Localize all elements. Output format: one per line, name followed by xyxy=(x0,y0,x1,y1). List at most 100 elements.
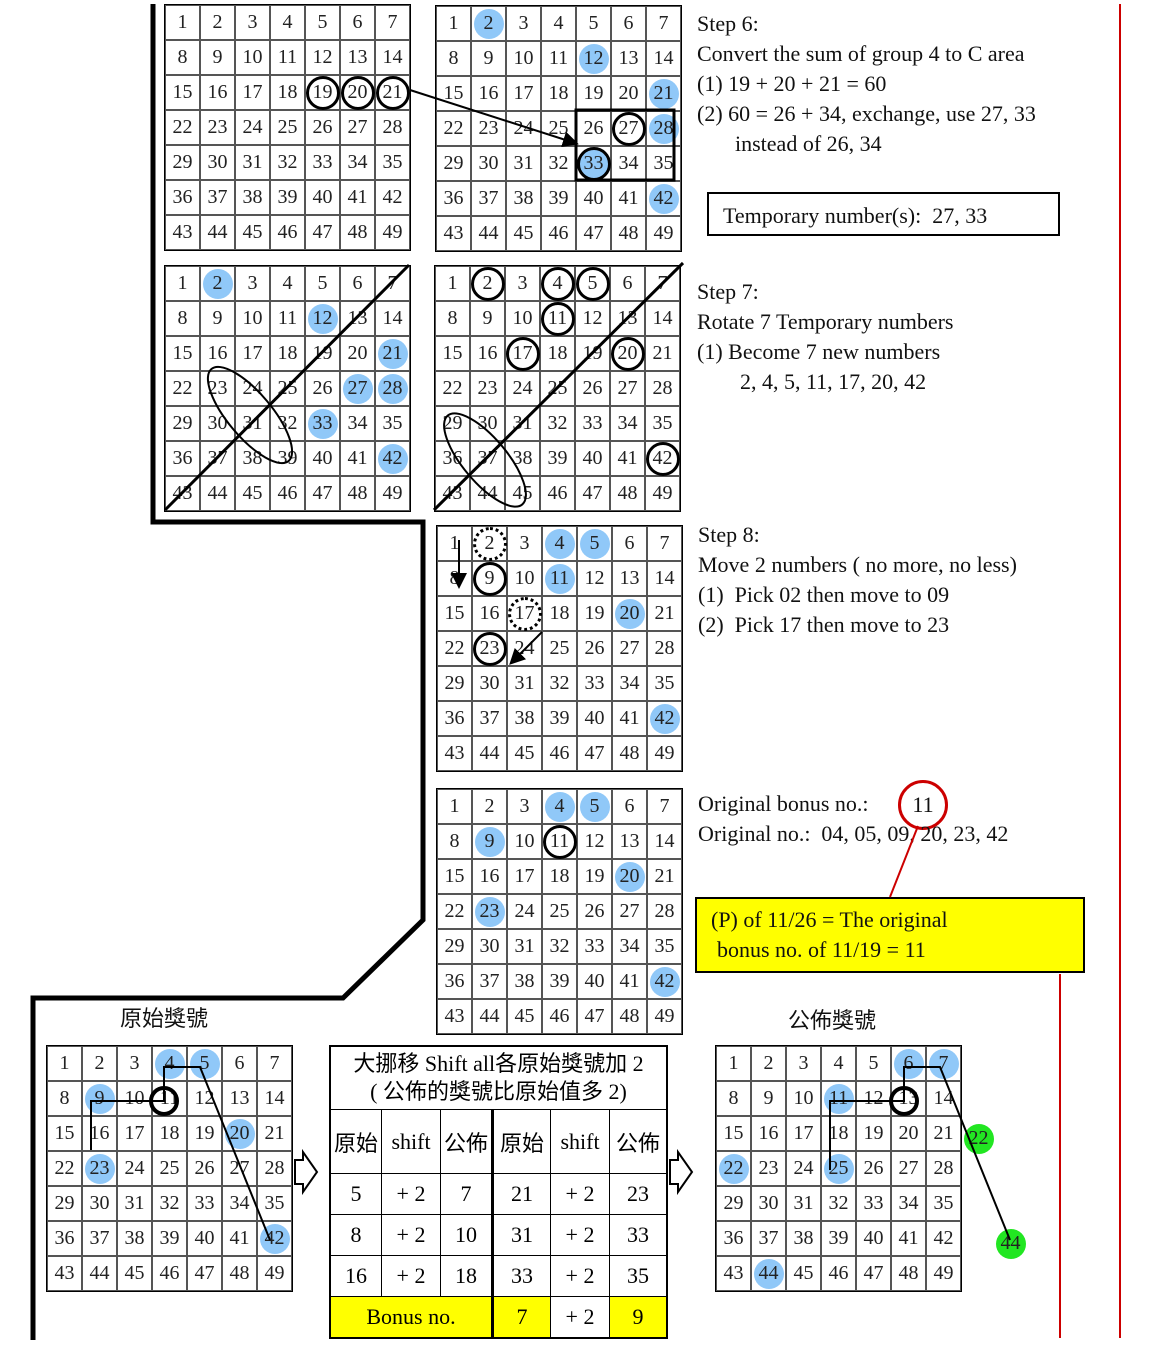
grid-cell: 46 xyxy=(152,1256,187,1291)
grid-cell: 41 xyxy=(340,441,375,476)
grid-cell: 1 xyxy=(437,789,472,824)
grid-cell: 11 xyxy=(542,824,577,859)
grid-cell: 41 xyxy=(222,1221,257,1256)
grid-cell: 42 xyxy=(926,1221,961,1256)
grid-cell: 37 xyxy=(751,1221,786,1256)
grid-cell: 4 xyxy=(540,266,575,301)
grid-cell: 36 xyxy=(437,964,472,999)
grid-cell: 9 xyxy=(200,301,235,336)
grid-cell: 21 xyxy=(647,859,682,894)
grid-cell: 24 xyxy=(507,631,542,666)
grid-cell: 48 xyxy=(340,476,375,511)
grid-cell: 31 xyxy=(506,146,541,181)
grid-cell: 9 xyxy=(470,301,505,336)
grid-cell: 44 xyxy=(471,216,506,251)
original-bonus-value: 11 xyxy=(898,780,948,830)
table-cell: 16 xyxy=(329,1255,382,1297)
grid-cell: 2 xyxy=(472,789,507,824)
grid-cell: 35 xyxy=(926,1186,961,1221)
table-cell: + 2 xyxy=(550,1255,610,1297)
grid-cell: 49 xyxy=(375,476,410,511)
grid-cell: 33 xyxy=(305,145,340,180)
grid-cell: 15 xyxy=(437,596,472,631)
grid-cell: 16 xyxy=(200,75,235,110)
grid-cell: 25 xyxy=(541,111,576,146)
grid-cell: 1 xyxy=(716,1046,751,1081)
grid-cell: 33 xyxy=(577,929,612,964)
grid-cell: 13 xyxy=(340,301,375,336)
grid-cell: 45 xyxy=(235,476,270,511)
grid-cell: 44 xyxy=(472,736,507,771)
grid-cell: 38 xyxy=(235,441,270,476)
grid-cell: 21 xyxy=(926,1116,961,1151)
grid-cell: 28 xyxy=(646,111,681,146)
grid-cell: 27 xyxy=(340,110,375,145)
grid-cell: 10 xyxy=(506,41,541,76)
bonus-label: Bonus no. xyxy=(329,1296,494,1339)
grid-cell: 5 xyxy=(305,5,340,40)
grid-cell: 23 xyxy=(751,1151,786,1186)
grid-cell: 12 xyxy=(305,301,340,336)
temporary-numbers-box: Temporary number(s): 27, 33 xyxy=(707,192,1060,236)
grid-cell: 46 xyxy=(270,476,305,511)
grid-cell: 17 xyxy=(506,76,541,111)
grid-cell: 14 xyxy=(926,1081,961,1116)
grid-cell: 15 xyxy=(165,75,200,110)
grid-cell: 10 xyxy=(117,1081,152,1116)
table-cell: 23 xyxy=(609,1173,668,1215)
grid-cell: 25 xyxy=(542,894,577,929)
grid-cell: 34 xyxy=(891,1186,926,1221)
grid-cell: 25 xyxy=(540,371,575,406)
grid-cell: 4 xyxy=(270,266,305,301)
step7-text: Step 7:Rotate 7 Temporary numbers(1) Bec… xyxy=(697,279,954,394)
grid-cell: 26 xyxy=(577,631,612,666)
grid-cell: 44 xyxy=(200,476,235,511)
grid-cell: 27 xyxy=(612,631,647,666)
grid-cell: 37 xyxy=(472,701,507,736)
grid-cell: 30 xyxy=(200,406,235,441)
grid-cell: 32 xyxy=(152,1186,187,1221)
grid-cell: 9 xyxy=(472,561,507,596)
grid-cell: 15 xyxy=(47,1116,82,1151)
grid-cell: 21 xyxy=(257,1116,292,1151)
grid-cell: 32 xyxy=(270,406,305,441)
grid-cell: 27 xyxy=(611,111,646,146)
grid-cell: 20 xyxy=(340,336,375,371)
grid-cell: 7 xyxy=(646,6,681,41)
grid-cell: 14 xyxy=(647,561,682,596)
grid-cell: 27 xyxy=(612,894,647,929)
grid-cell: 22 xyxy=(47,1151,82,1186)
grid-cell: 24 xyxy=(117,1151,152,1186)
grid-cell: 16 xyxy=(472,859,507,894)
grid-cell: 6 xyxy=(611,6,646,41)
step6-text: Step 6:Convert the sum of group 4 to C a… xyxy=(697,11,1036,156)
grid-cell: 45 xyxy=(235,215,270,250)
grid-cell: 18 xyxy=(542,859,577,894)
grid-cell: 12 xyxy=(856,1081,891,1116)
bonus-raw: 7 xyxy=(492,1296,551,1339)
grid-cell: 41 xyxy=(610,441,645,476)
grid-cell: 19 xyxy=(577,596,612,631)
grid-cell: 24 xyxy=(786,1151,821,1186)
grid-cell: 29 xyxy=(165,145,200,180)
grid-cell: 37 xyxy=(200,180,235,215)
grid-cell: 49 xyxy=(926,1256,961,1291)
grid-cell: 26 xyxy=(305,110,340,145)
grid-cell: 11 xyxy=(152,1081,187,1116)
step8-text: Step 8:Move 2 numbers ( no more, no less… xyxy=(698,522,1017,637)
grid-cell: 3 xyxy=(507,789,542,824)
grid-cell: 20 xyxy=(612,859,647,894)
grid-cell: 2 xyxy=(200,5,235,40)
grid-cell: 11 xyxy=(270,301,305,336)
grid-cell: 45 xyxy=(507,736,542,771)
grid-cell: 41 xyxy=(340,180,375,215)
grid-cell: 25 xyxy=(270,371,305,406)
grid-cell: 6 xyxy=(891,1046,926,1081)
grid-cell: 19 xyxy=(305,336,340,371)
grid-cell: 18 xyxy=(540,336,575,371)
grid-cell: 3 xyxy=(506,6,541,41)
table-cell: 18 xyxy=(440,1255,494,1297)
